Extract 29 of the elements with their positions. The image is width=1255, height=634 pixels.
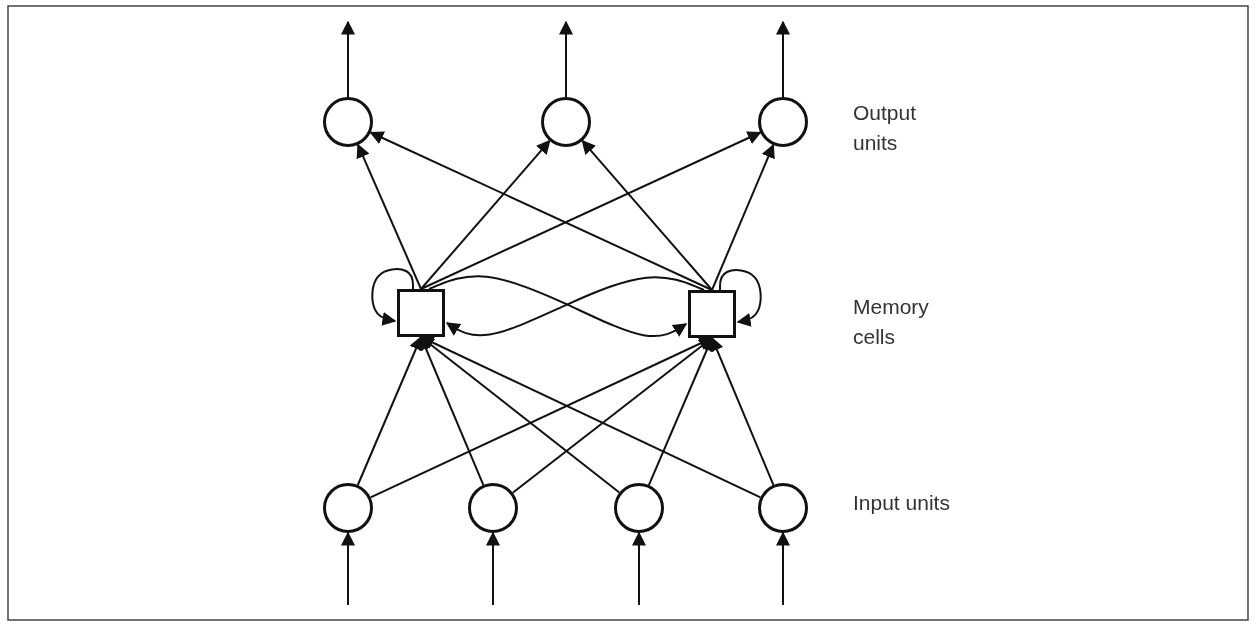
arrow (369, 131, 713, 291)
arrow (581, 139, 713, 291)
unit-circle (323, 97, 373, 147)
arrow (711, 143, 775, 291)
arrow (632, 531, 646, 606)
arrow (341, 531, 355, 606)
layer-label: Memory cells (853, 294, 930, 350)
arrow (719, 269, 762, 327)
arrow (356, 335, 423, 486)
arrow (776, 531, 790, 606)
arrow (341, 20, 355, 98)
arrow (420, 139, 551, 290)
unit-circle (323, 483, 373, 533)
memory-cell-square (688, 290, 736, 338)
memory-cell-square (397, 289, 445, 337)
unit-circle (758, 97, 808, 147)
arrow (776, 20, 790, 98)
arrow (356, 143, 422, 290)
arrow (559, 20, 573, 98)
unit-circle (541, 97, 591, 147)
arrow (710, 336, 775, 486)
unit-circle (758, 483, 808, 533)
layer-label: Output units (853, 100, 918, 156)
arrow (420, 131, 762, 290)
arrow (486, 531, 500, 606)
layer-label: Input units (853, 490, 951, 516)
unit-circle (468, 483, 518, 533)
arrow (371, 268, 414, 326)
unit-circle (614, 483, 664, 533)
